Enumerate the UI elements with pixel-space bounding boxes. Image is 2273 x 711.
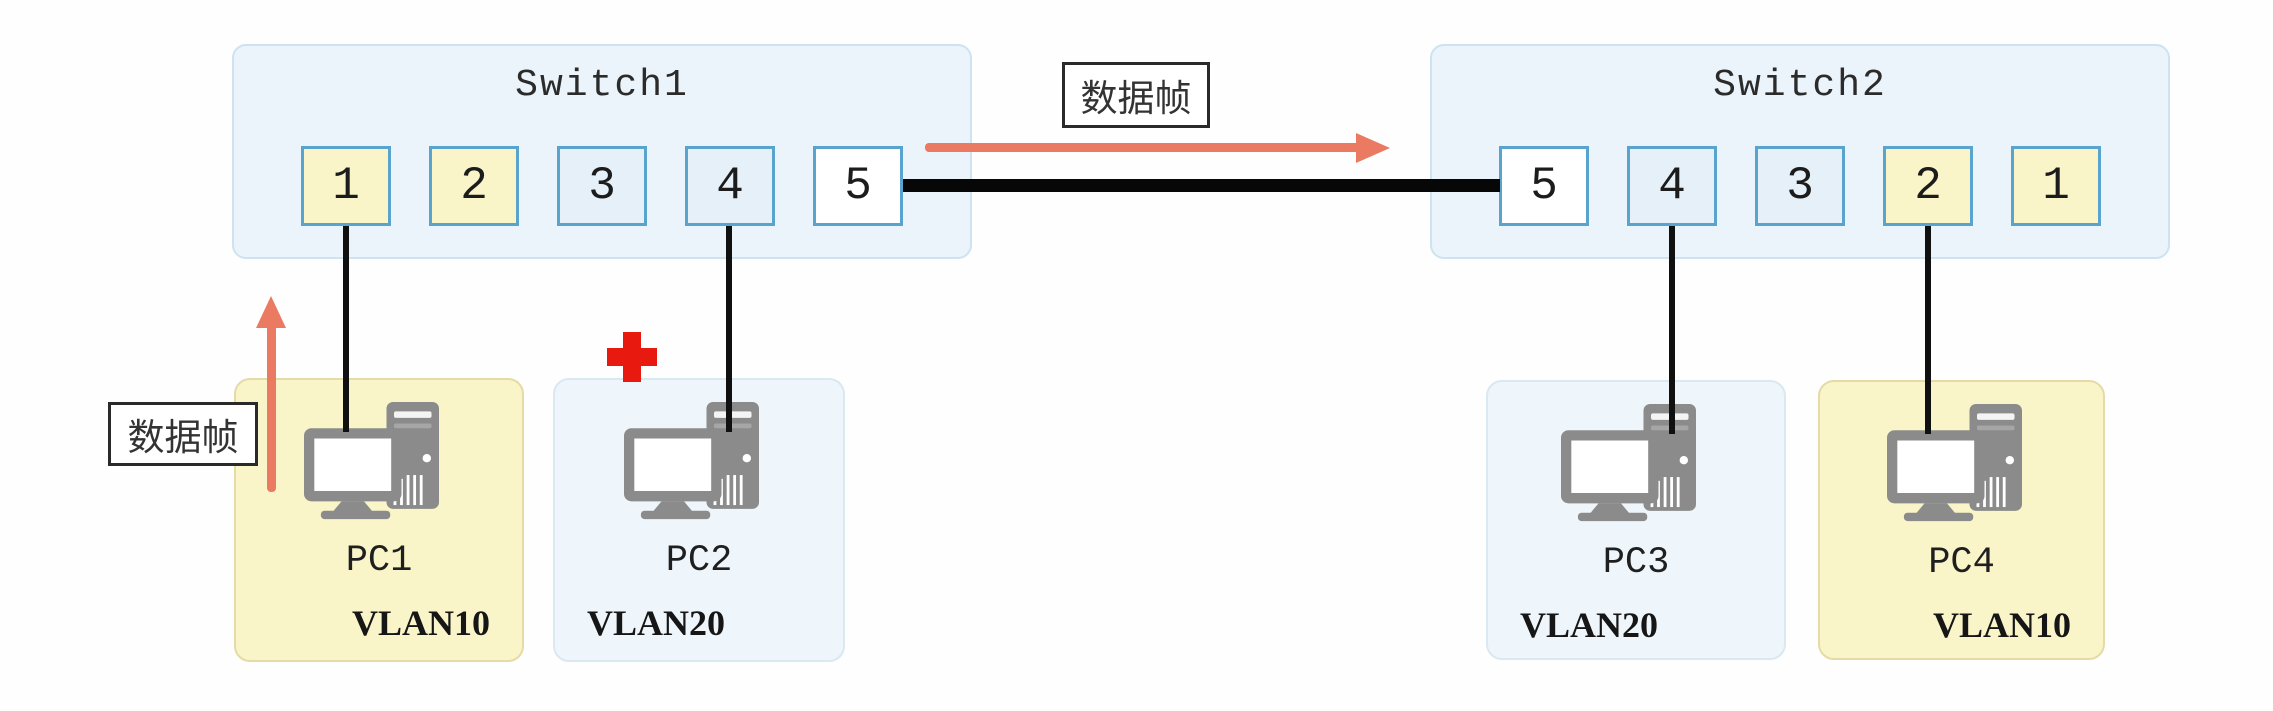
pc2-vlan-label: VLAN20	[587, 603, 726, 643]
cable-switch2p2-pc4	[1925, 226, 1931, 434]
pc2-name: PC2	[665, 540, 733, 582]
right-arrow-icon	[925, 143, 1360, 152]
data-frame-label-pc1-text: 数据帧	[127, 416, 239, 459]
switch2-port-3: 3	[1755, 146, 1845, 226]
switch2-port-row: 5 4 3 2 1	[1432, 146, 2168, 226]
pc1-vlan-label: VLAN10	[351, 603, 490, 643]
data-frame-label-trunk: 数据帧	[1062, 62, 1210, 128]
trunk-link	[903, 179, 1500, 192]
pc-icon	[1886, 402, 2037, 526]
switch2-port-1: 1	[2011, 146, 2101, 226]
pc4-card: PC4 VLAN10	[1818, 380, 2105, 660]
switch1-port-3: 3	[557, 146, 647, 226]
cable-switch2p4-pc3	[1669, 226, 1675, 434]
switch1-port-1: 1	[301, 146, 391, 226]
pc1-name: PC1	[345, 540, 413, 582]
right-arrow-head-icon	[1356, 133, 1390, 163]
pc3-card: PC3 VLAN20	[1486, 380, 1786, 660]
switch1-port-4: 4	[685, 146, 775, 226]
pc4-name: PC4	[1928, 542, 1995, 584]
switch2-port-2: 2	[1883, 146, 1973, 226]
switch1-title: Switch1	[515, 64, 689, 107]
pc4-vlan-label: VLAN10	[1932, 605, 2071, 645]
pc2-card: PC2 VLAN20	[553, 378, 845, 662]
switch1-port-5: 5	[813, 146, 903, 226]
switch2-port-5: 5	[1499, 146, 1589, 226]
up-arrow-head-icon	[256, 296, 286, 328]
switch1-port-row: 1 2 3 4 5	[234, 146, 970, 226]
cable-switch1p4-pc2	[726, 226, 732, 432]
switch2-port-4: 4	[1627, 146, 1717, 226]
pc-icon	[624, 400, 774, 524]
switch2-title: Switch2	[1713, 64, 1887, 107]
pc-icon	[1561, 402, 1711, 526]
switch1-box: Switch1 1 2 3 4 5	[232, 44, 972, 259]
pc-icon	[304, 400, 454, 524]
cable-switch1p1-pc1	[343, 226, 349, 432]
data-frame-label-trunk-text: 数据帧	[1080, 77, 1192, 120]
pc3-name: PC3	[1602, 542, 1670, 584]
pc1-card: PC1 VLAN10	[234, 378, 524, 662]
data-frame-label-pc1: 数据帧	[108, 402, 258, 466]
red-cross-icon	[607, 332, 657, 382]
switch1-port-2: 2	[429, 146, 519, 226]
pc3-vlan-label: VLAN20	[1520, 605, 1659, 645]
up-arrow-icon	[267, 316, 276, 492]
red-cross-bar-v	[623, 332, 641, 382]
switch2-box: Switch2 5 4 3 2 1	[1430, 44, 2170, 259]
